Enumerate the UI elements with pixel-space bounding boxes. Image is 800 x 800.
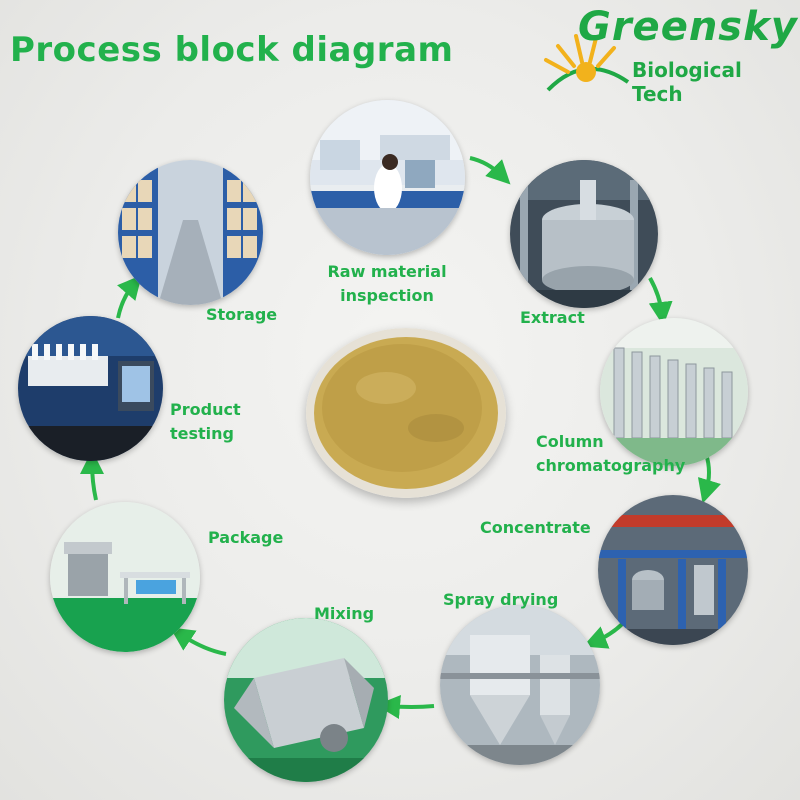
label-line-1: Product xyxy=(170,400,241,419)
arrow-mixing-to-package xyxy=(170,627,227,656)
step-label-column-chromatography: Column chromatography xyxy=(536,430,685,478)
step-label-spray-drying: Spray drying xyxy=(443,590,559,609)
arrow-column-to-concentrate xyxy=(697,453,721,504)
step-label-raw-material-inspection: Raw material inspection xyxy=(312,260,462,308)
logo-subtitle: Biological Tech xyxy=(632,58,742,106)
step-label-mixing: Mixing xyxy=(314,604,375,623)
storage-image xyxy=(118,160,263,305)
arrow-inspection-to-extract xyxy=(469,156,511,185)
label-line-1: Column xyxy=(536,432,604,451)
step-label-concentrate: Concentrate xyxy=(480,518,591,537)
product-testing-image xyxy=(18,316,163,461)
concentrate-image xyxy=(598,495,748,645)
spray-drying-image xyxy=(440,605,600,765)
label-line-2: testing xyxy=(170,424,234,443)
mixing-image xyxy=(224,618,388,782)
step-label-storage: Storage xyxy=(206,305,278,324)
arrow-spray-to-mixing xyxy=(376,695,435,719)
sun-logo-icon xyxy=(544,34,630,92)
label-line-2: inspection xyxy=(340,286,434,305)
step-label-extract: Extract xyxy=(520,308,585,327)
extract-image xyxy=(510,160,658,308)
logo-name: Greensky xyxy=(578,4,798,50)
arrow-testing-to-storage xyxy=(116,274,142,319)
powder-dish-image xyxy=(306,328,506,498)
raw-material-inspection-image xyxy=(310,100,465,255)
step-label-product-testing: Product testing xyxy=(170,398,241,446)
step-label-package: Package xyxy=(208,528,284,547)
label-line-1: Raw material xyxy=(327,262,447,281)
package-image xyxy=(50,502,200,652)
label-line-2: chromatography xyxy=(536,456,686,475)
company-logo: Greensky Biological Tech xyxy=(540,2,798,106)
arrow-extract-to-column xyxy=(648,277,673,326)
arrow-package-to-testing xyxy=(80,450,105,501)
page-title: Process block diagram xyxy=(10,30,454,70)
